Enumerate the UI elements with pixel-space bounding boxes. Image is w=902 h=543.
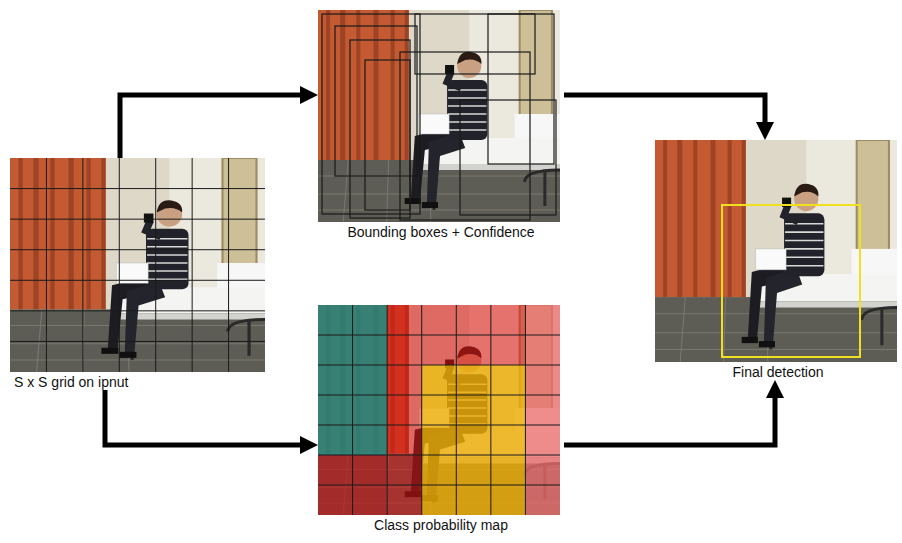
flow-arrow (564, 390, 775, 445)
flow-arrow (564, 95, 765, 130)
probability-colors (318, 305, 560, 515)
flow-arrow (120, 95, 308, 158)
panel-caption: S x S grid on ipnut (10, 372, 269, 390)
image-panel: S x S grid on ipnut (10, 158, 269, 390)
class-map-panel (318, 305, 560, 515)
grid-overlay (318, 305, 560, 515)
photo (655, 140, 897, 362)
detection-box (722, 205, 860, 357)
panel-caption: Class probability map (318, 515, 564, 533)
image-panel: Final detection (655, 140, 901, 380)
final-detection-panel (655, 140, 897, 362)
image-panel: Class probability map (318, 305, 564, 533)
bounding-boxes-panel (318, 10, 560, 222)
photo (318, 10, 560, 222)
photo (10, 158, 265, 372)
photo (318, 305, 560, 515)
panel-caption: Bounding boxes + Confidence (318, 222, 564, 240)
panel-caption: Final detection (655, 362, 901, 380)
candidate-boxes (322, 14, 556, 220)
flow-arrow (105, 390, 308, 445)
image-panel: Bounding boxes + Confidence (318, 10, 564, 240)
grid-overlay (10, 158, 265, 372)
grid-input-panel (10, 158, 265, 372)
